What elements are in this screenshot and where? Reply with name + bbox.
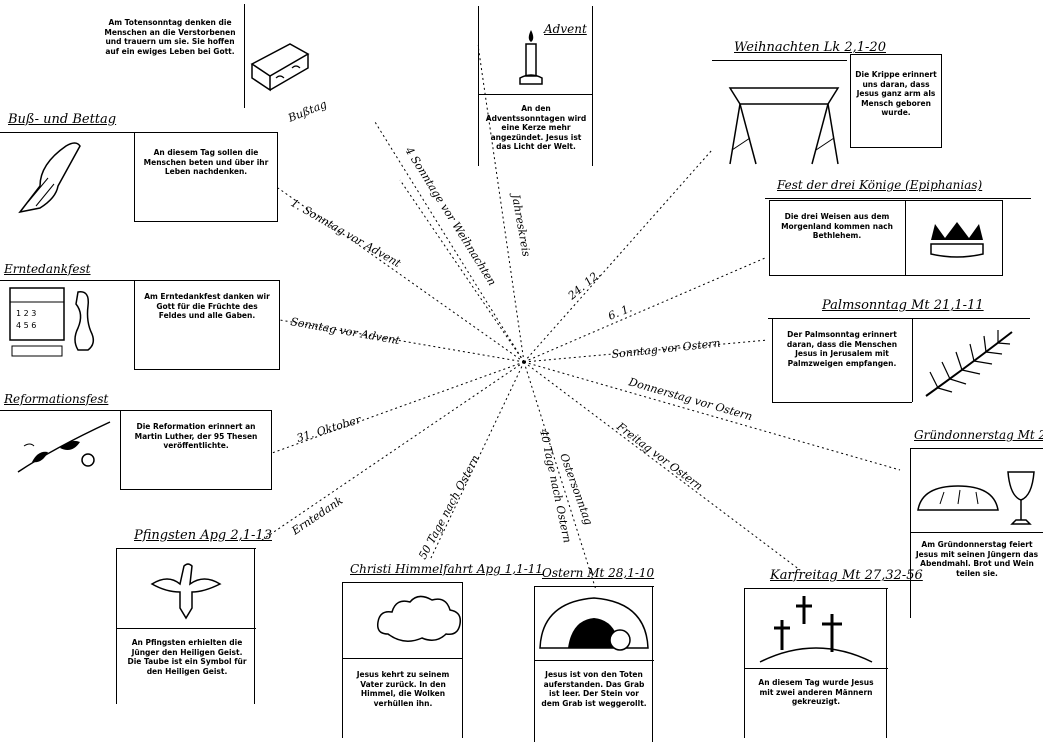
panel-erntedank: Erntedankfest 1 2 3 4 5 6 Am Erntedankfe… (0, 262, 280, 372)
ray-label: Sonntag vor Ostern (611, 337, 721, 361)
ray-line (523, 149, 713, 363)
ray-line (374, 121, 525, 363)
panel-busstag: Buß- und Bettag An diesem Tag sollen die… (0, 112, 280, 222)
panel-title: Ostern Mt 28,1-10 (542, 566, 655, 580)
coffin-icon (250, 43, 310, 92)
panel-title: Reformationsfest (4, 392, 109, 406)
ray-label: 1. Sonntag vor Advent (289, 196, 404, 270)
panel-text: Jesus kehrt zu seinem Vater zurück. In d… (356, 670, 450, 708)
panel-gruendonnerstag: Gründonnerstag Mt 26,17-30 Am Gründonner… (900, 428, 1043, 618)
panel-title: Pfingsten Apg 2,1-13 (134, 528, 272, 543)
quill-icon (17, 421, 111, 473)
panel-title: Palmsonntag Mt 21,1-11 (822, 298, 984, 313)
ray-line (523, 339, 769, 363)
ray-label: Freitag vor Ostern (613, 419, 705, 493)
panel-title: Gründonnerstag Mt 26,17-30 (914, 428, 1043, 442)
cloud-icon (376, 595, 462, 642)
panel-title: Karfreitag Mt 27,32-56 (770, 568, 923, 583)
panel-reformation: Reformationsfest Die Reformation erinner… (0, 392, 275, 492)
candle-icon (519, 30, 543, 85)
tomb-icon (539, 597, 649, 651)
ray-line (399, 179, 525, 363)
panel-text: Die Krippe erinnert uns daran, dass Jesu… (855, 70, 937, 117)
ray-line (523, 257, 766, 363)
panel-text: An Pfingsten erhielten die Jünger den He… (127, 638, 247, 676)
palm-branch-icon (925, 330, 1013, 397)
ray-line (279, 319, 525, 363)
ray-line (477, 44, 525, 363)
panel-text: Die drei Weisen aus dem Morgenland komme… (781, 212, 893, 240)
calendar-and-sheaf-icon: 1 2 3 4 5 6 (9, 287, 95, 357)
panel-karfreitag: Karfreitag Mt 27,32-56 An diesem Tag wur… (740, 568, 923, 740)
ray-label: Sonntag vor Advent (289, 315, 401, 347)
svg-text:4 5 6: 4 5 6 (16, 321, 36, 330)
panel-text: An diesem Tag wurde Jesus mit zwei ander… (758, 678, 874, 706)
panel-text: An den Adventssonntagen wird eine Kerze … (485, 104, 587, 151)
panel-title: Christi Himmelfahrt Apg 1,1-11 (350, 562, 544, 576)
panel-himmelfahrt: Christi Himmelfahrt Apg 1,1-11 Jesus keh… (338, 562, 543, 742)
crown-icon (930, 222, 984, 258)
panel-text: An diesem Tag sollen die Menschen beten … (143, 148, 269, 176)
ray-label: Donnerstag vor Ostern (626, 375, 754, 423)
panel-ostern: Ostern Mt 28,1-10 Jesus ist von den Tote… (530, 566, 656, 742)
panel-title: Erntedankfest (4, 262, 91, 276)
panel-text: Die Reformation erinnert an Martin Luthe… (134, 422, 258, 450)
ray-label: 6. 1. (606, 302, 634, 323)
ray-label: 24. 12. (565, 268, 604, 303)
ray-label: Erntedank (289, 494, 346, 538)
panel-pfingsten: Pfingsten Apg 2,1-13 An Pfingsten erhiel… (110, 528, 272, 708)
panel-totensonntag: Am Totensonntag denken die Menschen an d… (96, 4, 310, 108)
panel-advent: Advent An den Adventssonntagen wird eine… (474, 6, 598, 166)
manger-icon (728, 87, 840, 165)
bread-and-chalice-icon (917, 471, 1035, 525)
panel-text: Der Palmsonntag erinnert daran, dass die… (786, 330, 898, 368)
ray-label: 50 Tage nach Ostern (416, 453, 482, 561)
panel-palmsonntag: Palmsonntag Mt 21,1-11 Der Palmsonntag e… (768, 298, 1038, 408)
ray-line (429, 361, 525, 561)
ray-line (277, 187, 525, 363)
panel-title: Buß- und Bettag (8, 112, 117, 127)
panel-text: Am Erntedankfest danken wir Gott für die… (144, 292, 270, 320)
panel-epiphanias: Fest der drei Könige (Epiphanias) Die dr… (765, 178, 1035, 278)
ray-label: 31. Oktober (295, 413, 363, 445)
praying-hands-icon (18, 142, 81, 214)
ray-label: Jahreskreis (509, 191, 533, 258)
panel-text: Am Totensonntag denken die Menschen an d… (104, 18, 236, 56)
panel-title: Weihnachten Lk 2,1-20 (734, 40, 886, 55)
panel-title: Fest der drei Könige (Epiphanias) (777, 178, 983, 192)
dove-icon (150, 563, 222, 620)
ray-line (523, 361, 901, 471)
panel-title: Advent (544, 22, 587, 36)
svg-text:1 2 3: 1 2 3 (16, 309, 36, 318)
panel-text: Am Gründonnerstag feiert Jesus mit seine… (915, 540, 1039, 578)
panel-text: Jesus ist von den Toten auferstanden. Da… (541, 670, 647, 708)
crosses-icon (759, 596, 873, 663)
ray-line (261, 361, 525, 541)
panel-weihnachten: Weihnachten Lk 2,1-20 Die Krippe erinner… (712, 40, 944, 165)
